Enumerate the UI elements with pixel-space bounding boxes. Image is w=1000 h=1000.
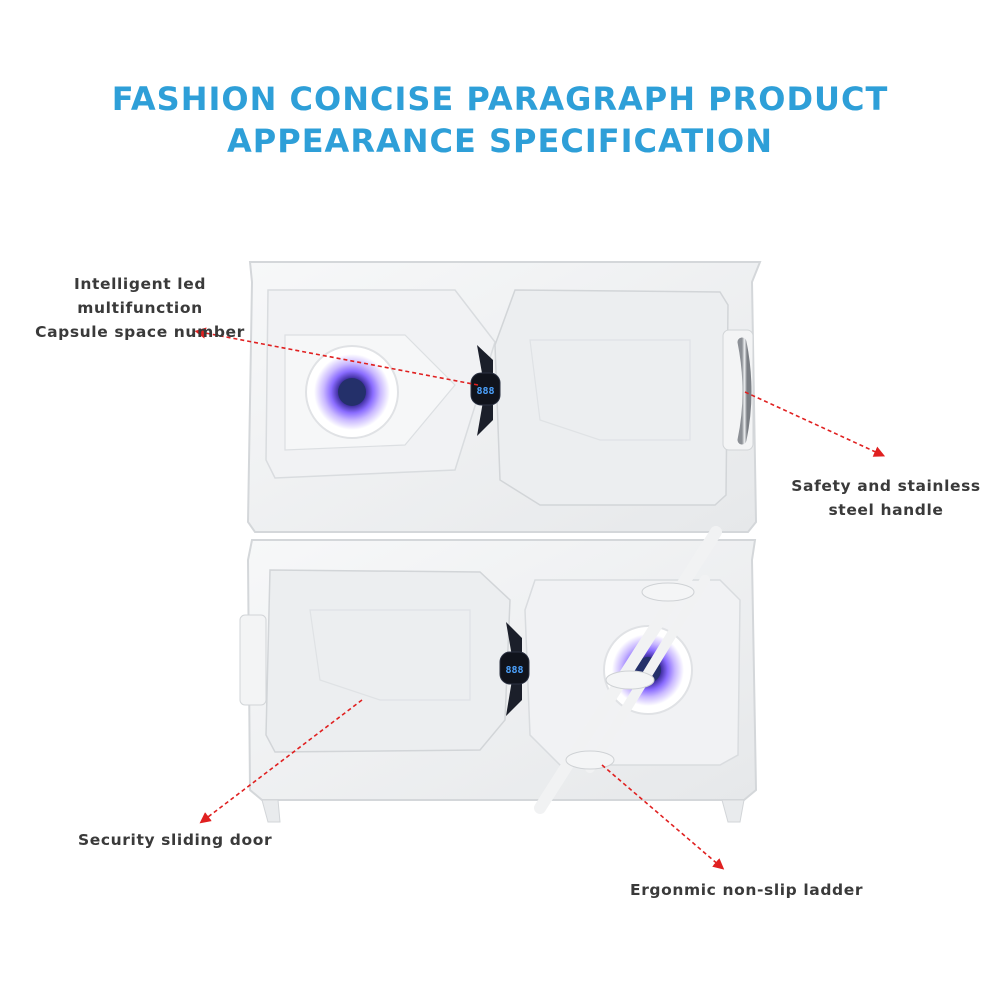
callout-led-line-1: Intelligent led multifunction bbox=[73, 275, 207, 317]
page-title: FASHION CONCISE PARAGRAPH PRODUCT APPEAR… bbox=[0, 78, 1000, 162]
lower-room-number: 888 bbox=[505, 665, 523, 676]
upper-led-display: 888 bbox=[470, 345, 501, 436]
upper-capsule: 888 bbox=[246, 261, 762, 533]
callout-arrows bbox=[194, 327, 886, 870]
arrow-led bbox=[194, 327, 479, 386]
callout-led-label: Intelligent led multifunction Capsule sp… bbox=[10, 272, 270, 344]
upper-porthole-light bbox=[305, 345, 399, 439]
callout-ladder-label: Ergonmic non-slip ladder bbox=[630, 881, 864, 899]
callout-handle-line-1: Safety and stainless bbox=[791, 477, 981, 495]
steel-handle bbox=[737, 337, 752, 445]
callout-door-label: Security sliding door bbox=[78, 831, 273, 849]
arrow-ladder bbox=[601, 764, 725, 870]
callout-handle-label: Safety and stainless steel handle bbox=[790, 474, 982, 522]
ladder bbox=[534, 526, 722, 814]
arrow-door bbox=[199, 699, 363, 824]
title-line-1: FASHION CONCISE PARAGRAPH PRODUCT bbox=[111, 80, 889, 118]
arrow-handle bbox=[744, 391, 886, 457]
callout-led-line-2: Capsule space number bbox=[35, 323, 245, 341]
lower-led-display: 888 bbox=[499, 622, 530, 716]
sliding-door bbox=[265, 569, 511, 753]
callout-handle-line-2: steel handle bbox=[828, 501, 944, 519]
title-line-2: APPEARANCE SPECIFICATION bbox=[227, 122, 773, 160]
upper-room-number: 888 bbox=[476, 386, 494, 397]
